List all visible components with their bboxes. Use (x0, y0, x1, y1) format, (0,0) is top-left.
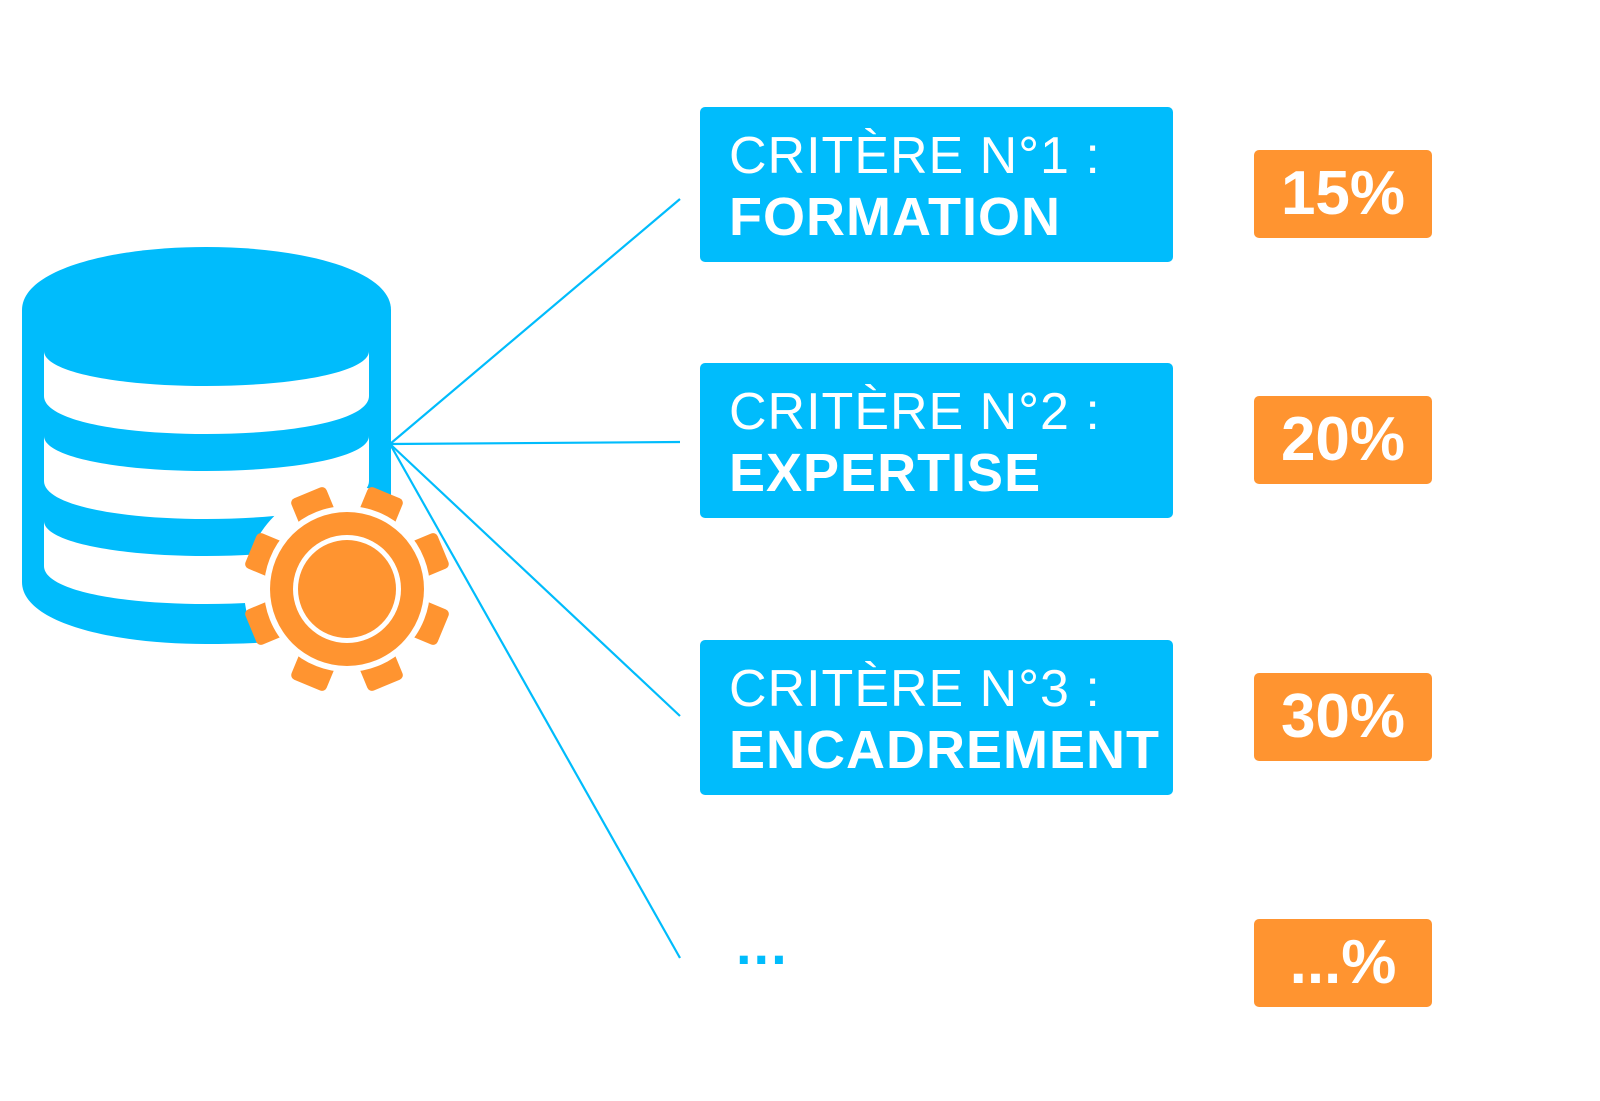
weight-badge-2: 20% (1254, 396, 1432, 484)
connector-lines (389, 198, 681, 959)
weight-badge-3: 30% (1254, 673, 1432, 761)
criterion-heading-3: CRITÈRE N°3 : (729, 660, 1101, 718)
criterion-name-1: FORMATION (729, 187, 1061, 247)
criterion-box-3: CRITÈRE N°3 : ENCADREMENT (700, 640, 1173, 795)
more-criteria-ellipsis: ... (736, 913, 789, 976)
connector-line-3 (389, 443, 681, 717)
criterion-box-2: CRITÈRE N°2 : EXPERTISE (700, 363, 1173, 518)
connector-line-4 (389, 443, 681, 959)
weight-badge-more: ...% (1254, 919, 1432, 1007)
criterion-name-3: ENCADREMENT (729, 720, 1161, 780)
weight-badge-1: 15% (1254, 150, 1432, 238)
gear-icon (244, 486, 450, 692)
criterion-name-2: EXPERTISE (729, 443, 1042, 503)
connector-line-2 (389, 440, 681, 446)
criterion-heading-2: CRITÈRE N°2 : (729, 383, 1101, 441)
connector-line-1 (389, 198, 681, 445)
criterion-heading-1: CRITÈRE N°1 : (729, 127, 1101, 185)
criterion-box-1: CRITÈRE N°1 : FORMATION (700, 107, 1173, 262)
